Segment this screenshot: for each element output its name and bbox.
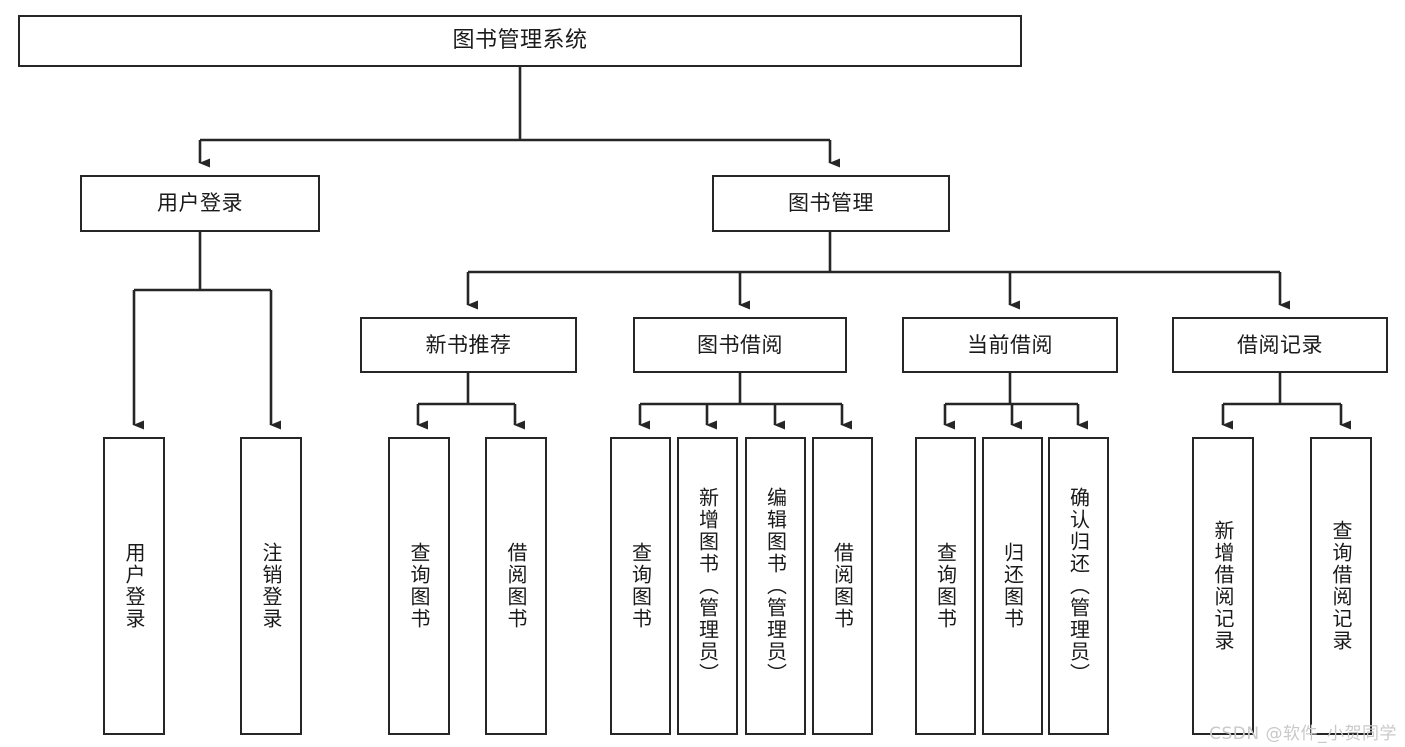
node-leaf-confirm-return-admin[interactable]: 确认归还（管理员） xyxy=(1048,437,1109,735)
node-leaf-query-book-recommendation[interactable]: 查询图书 xyxy=(388,437,450,735)
node-label: 新书推荐 xyxy=(425,332,512,357)
node-label: 编辑图书（管理员） xyxy=(763,487,788,685)
csdn-watermark: CSDN @软件_小贺同学 xyxy=(1209,724,1397,744)
node-leaf-user-logout[interactable]: 注销登录 xyxy=(240,437,302,735)
node-label: 图书借阅 xyxy=(697,332,783,357)
node-leaf-borrow-book-borrowing[interactable]: 借阅图书 xyxy=(812,437,873,735)
node-label: 用户登录 xyxy=(157,191,243,216)
node-label: 图书管理系统 xyxy=(452,28,588,54)
node-leaf-borrow-book-recommendation[interactable]: 借阅图书 xyxy=(485,437,547,735)
node-leaf-user-login[interactable]: 用户登录 xyxy=(103,437,165,735)
node-new-book-recommendation[interactable]: 新书推荐 xyxy=(360,317,577,373)
node-label: 用户登录 xyxy=(122,542,146,630)
node-borrowing-record[interactable]: 借阅记录 xyxy=(1172,317,1388,373)
node-book-management[interactable]: 图书管理 xyxy=(712,175,950,232)
node-leaf-add-book-admin[interactable]: 新增图书（管理员） xyxy=(677,437,738,735)
node-label: 借阅图书 xyxy=(830,542,855,630)
node-leaf-query-borrowing-record[interactable]: 查询借阅记录 xyxy=(1310,437,1372,735)
node-label: 新增图书（管理员） xyxy=(695,487,720,685)
node-root-library-management-system[interactable]: 图书管理系统 xyxy=(18,15,1022,67)
node-book-borrowing[interactable]: 图书借阅 xyxy=(633,317,847,373)
node-leaf-query-book-current[interactable]: 查询图书 xyxy=(915,437,976,735)
node-label: 查询图书 xyxy=(933,542,958,630)
node-label: 归还图书 xyxy=(1000,542,1025,630)
node-label: 查询图书 xyxy=(407,542,431,630)
node-current-borrowing[interactable]: 当前借阅 xyxy=(902,317,1118,373)
node-leaf-return-book[interactable]: 归还图书 xyxy=(982,437,1043,735)
node-label: 当前借阅 xyxy=(967,332,1053,357)
node-leaf-query-book-borrowing[interactable]: 查询图书 xyxy=(610,437,671,735)
node-label: 注销登录 xyxy=(259,542,283,630)
node-label: 借阅图书 xyxy=(504,542,528,630)
node-label: 查询图书 xyxy=(628,542,653,630)
node-user-login[interactable]: 用户登录 xyxy=(80,175,320,232)
node-label: 查询借阅记录 xyxy=(1329,520,1353,652)
node-label: 新增借阅记录 xyxy=(1211,520,1235,652)
node-label: 确认归还（管理员） xyxy=(1066,487,1091,685)
node-label: 图书管理 xyxy=(788,191,874,216)
node-label: 借阅记录 xyxy=(1237,332,1323,357)
node-leaf-edit-book-admin[interactable]: 编辑图书（管理员） xyxy=(745,437,806,735)
node-leaf-add-borrowing-record[interactable]: 新增借阅记录 xyxy=(1192,437,1254,735)
